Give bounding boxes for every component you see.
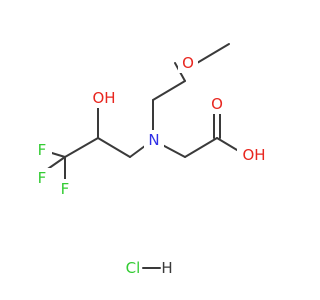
hydrogen-label: H — [161, 259, 172, 277]
molecule-structure: O OH N O OH F F F Cl H — [34, 43, 271, 277]
bond-methyl-o — [196, 43, 230, 64]
amine-nitrogen-label: N — [148, 131, 159, 149]
acid-hydroxyl-label: OH — [242, 146, 265, 164]
bond-ch2-cooh — [184, 137, 218, 158]
fluorine-left-label: F — [38, 141, 47, 159]
atom-labels: O OH N O OH F F F Cl H — [34, 53, 271, 277]
bond-choh-cf3 — [64, 137, 99, 158]
carbonyl-oxygen-label: O — [211, 95, 223, 113]
bond-ch2-choh — [97, 137, 131, 158]
hydroxyl-label: OH — [92, 89, 115, 107]
bond-ch2-ch2 — [152, 80, 186, 101]
chloride-label: Cl — [126, 259, 141, 277]
bonds — [41, 43, 243, 269]
fluorine-bottom-label: F — [61, 180, 70, 198]
fluorine-lower-left-label: F — [38, 169, 47, 187]
methoxy-oxygen-label: O — [182, 54, 194, 72]
